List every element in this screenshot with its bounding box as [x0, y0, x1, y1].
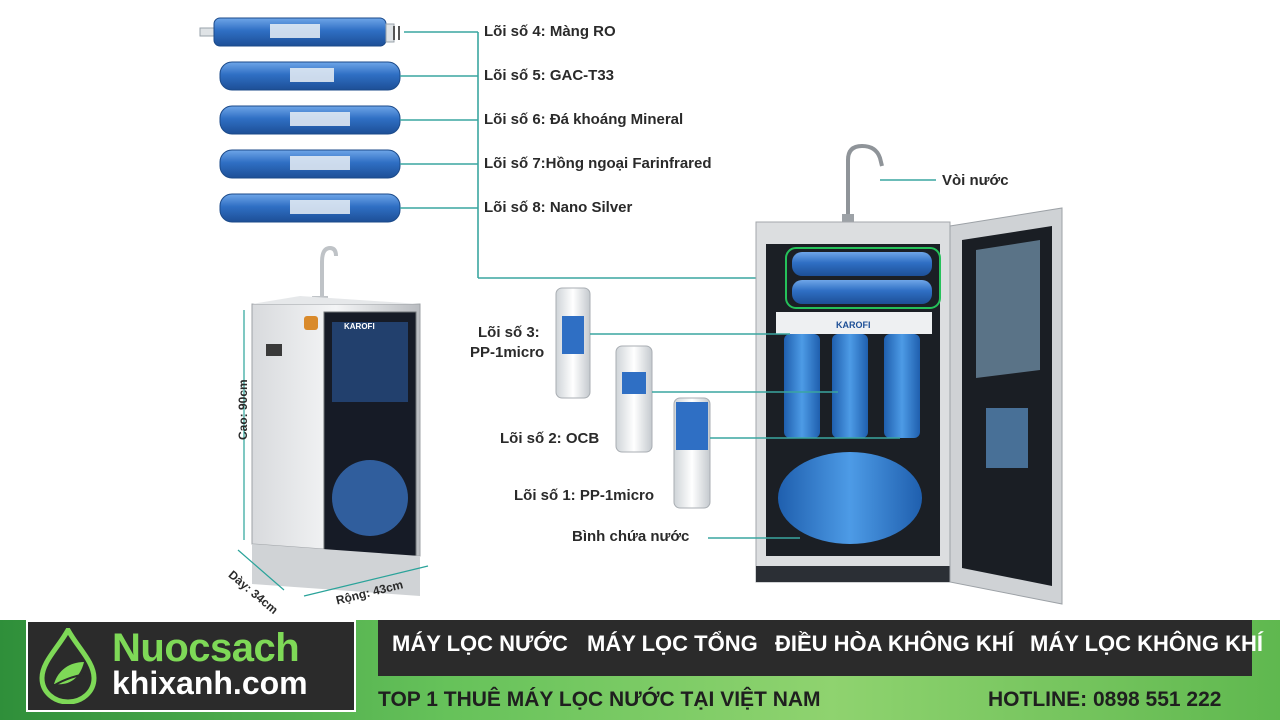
label-filter-5: Lõi số 5: GAC-T33 — [484, 67, 615, 84]
leader-lines-lower — [590, 179, 936, 539]
water-drop-leaf-icon — [39, 628, 97, 704]
unit-brand-logo: KAROFI — [344, 322, 375, 331]
label-filter-3-line1: Lõi số 3: — [478, 324, 540, 341]
label-filter-3-line2: PP-1micro — [470, 344, 545, 361]
logo-text-line1: Nuocsach — [112, 626, 300, 670]
nav-air-conditioner[interactable]: ĐIỀU HÒA KHÔNG KHÍ — [775, 631, 1014, 656]
cabinet-brand-logo: KAROFI — [836, 320, 871, 330]
inline-filter-7 — [219, 149, 401, 179]
leader-lines-top — [400, 31, 790, 279]
diagram-canvas — [199, 17, 1063, 605]
label-filter-8: Lõi số 8: Nano Silver — [484, 199, 633, 216]
nav-bar — [378, 620, 1252, 676]
inline-filter-8 — [219, 193, 401, 223]
product-unit-closed — [251, 245, 421, 596]
nav-air-purifier[interactable]: MÁY LỌC KHÔNG KHÍ — [1030, 631, 1264, 656]
label-tank: Bình chứa nước — [572, 528, 690, 545]
ro-membrane — [199, 17, 400, 47]
dimension-lines — [237, 310, 429, 597]
label-filter-1: Lõi số 1: PP-1micro — [514, 487, 655, 504]
label-filter-6: Lõi số 6: Đá khoáng Mineral — [484, 111, 684, 128]
footer-hotline[interactable]: HOTLINE: 0898 551 222 — [988, 688, 1222, 711]
filter-cartridge-2 — [615, 345, 653, 453]
product-unit-open — [755, 143, 1063, 605]
filter-cartridge-3 — [555, 287, 591, 399]
filter-cartridge-1 — [673, 397, 711, 509]
logo-text-line2: khixanh.com — [112, 665, 308, 701]
inline-filter-5 — [219, 61, 401, 91]
nav-water-purifier[interactable]: MÁY LỌC NƯỚC — [392, 631, 568, 656]
label-faucet: Vòi nước — [942, 172, 1009, 189]
label-filter-7: Lõi số 7:Hồng ngoại Farinfrared — [484, 155, 712, 172]
label-filter-2: Lõi số 2: OCB — [500, 430, 600, 447]
nav-whole-house-filter[interactable]: MÁY LỌC TỔNG — [587, 631, 758, 656]
inline-filter-6 — [219, 105, 401, 135]
footer-tagline: TOP 1 THUÊ MÁY LỌC NƯỚC TẠI VIỆT NAM — [378, 688, 821, 711]
dimension-height: Cao: 90cm — [236, 379, 250, 440]
label-filter-4: Lõi số 4: Màng RO — [484, 23, 616, 40]
